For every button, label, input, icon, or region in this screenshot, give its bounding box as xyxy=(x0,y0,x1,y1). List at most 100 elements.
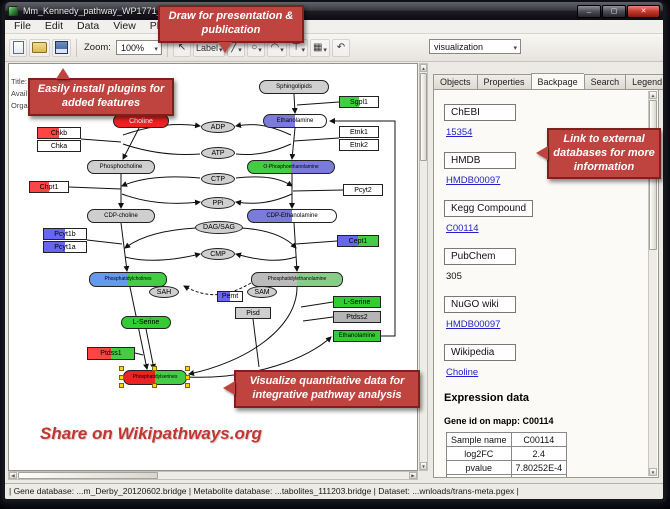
node-dag[interactable]: DAG/SAG xyxy=(195,221,243,234)
node-sah[interactable]: SAH xyxy=(149,286,179,298)
selection-handle[interactable] xyxy=(119,374,124,380)
expression-data-title: Expression data xyxy=(444,392,529,404)
node-sgpl1[interactable]: Sgpl1 xyxy=(339,96,379,108)
selection-handle[interactable] xyxy=(119,383,124,388)
scrollbar-thumb[interactable] xyxy=(18,472,158,479)
node-ppi[interactable]: PPi xyxy=(201,197,235,209)
undo-icon[interactable]: ↶ xyxy=(331,38,350,57)
node-phosphocholine[interactable]: Phosphocholine xyxy=(87,160,155,174)
menu-view[interactable]: View xyxy=(113,20,136,32)
scroll-up-icon[interactable] xyxy=(420,64,427,72)
node-sphingolipids[interactable]: Sphingolipids xyxy=(259,80,329,94)
backpage-link[interactable]: HMDB00097 xyxy=(446,175,501,186)
node-pcyt1b[interactable]: Pcyt1b xyxy=(43,228,87,240)
backpage-section-header: ChEBI xyxy=(444,104,516,121)
selection-handle[interactable] xyxy=(119,366,124,371)
node-label: Chka xyxy=(50,142,68,150)
table-cell: type xyxy=(446,474,512,477)
scroll-down-icon[interactable] xyxy=(649,468,657,476)
share-on-wikipathways-text: Share on Wikipathways.org xyxy=(40,424,262,443)
node-cept1[interactable]: Cept1 xyxy=(337,235,379,247)
callout-arrow-left-icon xyxy=(536,146,548,160)
node-ethanolamine-right[interactable]: Ethanolamine xyxy=(333,330,381,342)
backpage-link[interactable]: C00114 xyxy=(446,223,479,234)
selection-handle[interactable] xyxy=(185,383,190,388)
backpage-link[interactable]: HMDB00097 xyxy=(446,319,501,330)
maximize-icon[interactable] xyxy=(602,4,626,18)
tab-backpage[interactable]: Backpage xyxy=(530,73,584,90)
node-pemt[interactable]: Pemt xyxy=(217,291,243,302)
node-sam[interactable]: SAM xyxy=(247,286,277,298)
selection-handle[interactable] xyxy=(152,383,157,388)
node-o-phosphoethanolamine[interactable]: O-Phosphoethanolamine xyxy=(247,160,335,174)
menu-file[interactable]: File xyxy=(14,20,31,32)
canvas-horizontal-scrollbar[interactable] xyxy=(8,471,418,480)
template-tool-icon[interactable]: ▦ xyxy=(309,38,330,57)
menu-data[interactable]: Data xyxy=(77,20,100,32)
scroll-left-icon[interactable] xyxy=(9,472,17,479)
backpage-link[interactable]: 15354 xyxy=(446,127,473,138)
scroll-up-icon[interactable] xyxy=(649,91,657,99)
node-label: Sphingolipids xyxy=(276,84,312,90)
node-atp[interactable]: ATP xyxy=(201,147,235,159)
scroll-down-icon[interactable] xyxy=(420,462,427,470)
callout-visualize-data: Visualize quantitative data for integrat… xyxy=(223,370,420,408)
node-pcyt1a[interactable]: Pcyt1a xyxy=(43,241,87,253)
node-etnk1[interactable]: Etnk1 xyxy=(339,126,379,138)
scroll-right-icon[interactable] xyxy=(409,472,417,479)
backpage-link[interactable]: Choline xyxy=(446,367,479,378)
close-icon[interactable] xyxy=(627,4,660,18)
tbar-tool-icon[interactable]: ⊤ xyxy=(288,38,308,57)
node-ptdss1[interactable]: Ptdss1 xyxy=(87,347,135,360)
tab-properties[interactable]: Properties xyxy=(476,74,531,90)
node-phosphatidylcholines[interactable]: Phosphatidylcholines xyxy=(89,272,167,287)
minimize-icon[interactable] xyxy=(577,4,601,18)
node-l-serine-right[interactable]: L-Serine xyxy=(333,296,381,308)
tab-objects[interactable]: Objects xyxy=(433,74,477,90)
tab-search[interactable]: Search xyxy=(583,74,626,90)
zoom-combobox[interactable]: 100% xyxy=(115,40,162,55)
arc-tool-icon[interactable]: ◠ xyxy=(267,38,287,57)
menu-edit[interactable]: Edit xyxy=(44,20,64,32)
node-pcyt2[interactable]: Pcyt2 xyxy=(343,184,383,196)
scrollbar-thumb[interactable] xyxy=(420,73,427,161)
callout-arrow-up-icon xyxy=(56,68,70,79)
node-label: Ptdss2 xyxy=(346,313,368,321)
node-label: Ptdss1 xyxy=(100,350,122,357)
node-ctp[interactable]: CTP xyxy=(201,173,235,185)
table-cell: Sample name xyxy=(446,432,512,447)
visualization-combobox[interactable]: visualization xyxy=(429,39,521,54)
node-pisd[interactable]: Pisd xyxy=(235,307,271,319)
node-label: Etnk1 xyxy=(350,128,368,136)
selection-handle[interactable] xyxy=(185,374,190,380)
node-chpt1[interactable]: Chpt1 xyxy=(29,181,69,193)
titlebar[interactable]: Mm_Kennedy_pathway_WP1771_45176.gpml xyxy=(5,2,663,20)
node-cdp-choline[interactable]: CDP-choline xyxy=(87,209,155,223)
selection-handle[interactable] xyxy=(152,366,157,371)
node-l-serine-left[interactable]: L-Serine xyxy=(121,316,171,329)
statusbar: | Gene database: ...m_Derby_20120602.bri… xyxy=(5,483,663,499)
node-ptdss2[interactable]: Ptdss2 xyxy=(333,311,381,323)
open-folder-icon[interactable] xyxy=(29,38,50,57)
selection-handle[interactable] xyxy=(185,366,190,371)
node-cmp[interactable]: CMP xyxy=(201,248,235,260)
node-chkb[interactable]: Chkb xyxy=(37,127,81,139)
save-icon[interactable] xyxy=(52,38,71,57)
tab-legend[interactable]: Legend xyxy=(625,74,663,90)
backpage-section-header: PubChem xyxy=(444,248,516,265)
shape-tool-icon[interactable]: ○ xyxy=(247,38,266,57)
node-phosphatidylethanolamine[interactable]: Phosphatidylethanolamine xyxy=(251,272,343,287)
arc-tool-icon-glyph: ◠ xyxy=(270,41,280,53)
node-etnk2[interactable]: Etnk2 xyxy=(339,139,379,151)
node-ethanolamine[interactable]: Ethanolamine xyxy=(263,114,327,128)
node-adp[interactable]: ADP xyxy=(201,121,235,133)
node-cdp-ethanolamine[interactable]: CDP-Ethanolamine xyxy=(247,209,337,223)
node-label: PPi xyxy=(212,199,224,207)
canvas-vertical-scrollbar[interactable] xyxy=(419,63,428,471)
new-file-icon[interactable] xyxy=(9,38,27,57)
node-chka[interactable]: Chka xyxy=(37,140,81,152)
node-choline[interactable]: Choline xyxy=(113,114,169,128)
